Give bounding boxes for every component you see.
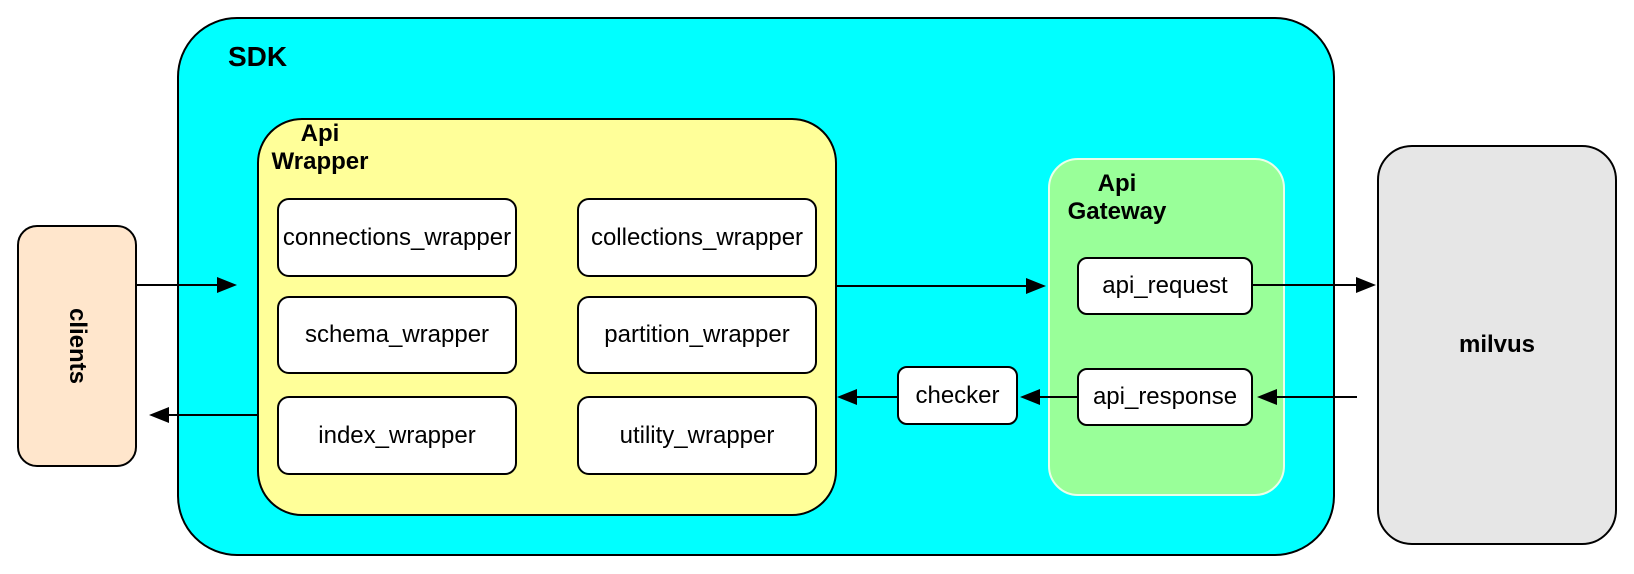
arrowhead-right-icon (217, 277, 237, 293)
arrowhead-left-icon (149, 407, 169, 423)
arrow-shaft (1275, 396, 1357, 398)
api-gateway-container (1048, 158, 1285, 496)
api-request-label: api_request (1102, 272, 1228, 299)
arrow-wrapper-to-clients (149, 407, 257, 423)
arrow-request-to-milvus (1253, 277, 1376, 293)
api-request-node: api_request (1077, 257, 1253, 315)
arrow-milvus-to-response (1257, 389, 1357, 405)
arrow-shaft (855, 396, 897, 398)
milvus-node: milvus (1377, 145, 1617, 545)
schema-wrapper-label: schema_wrapper (304, 321, 490, 348)
arrow-shaft (837, 285, 1028, 287)
arrow-shaft (167, 414, 257, 416)
arrow-checker-to-wrapper (837, 389, 897, 405)
collections-wrapper-label: collections_wrapper (590, 223, 804, 251)
arrow-shaft (1038, 396, 1077, 398)
utility-wrapper-label: utility_wrapper (619, 421, 775, 449)
checker-node: checker (897, 366, 1018, 425)
api-response-node: api_response (1077, 368, 1253, 426)
sdk-label: SDK (228, 41, 288, 72)
index-wrapper-node: index_wrapper (277, 396, 517, 475)
milvus-label: milvus (1458, 331, 1536, 358)
clients-node: clients (17, 225, 137, 467)
partition-wrapper-node: partition_wrapper (577, 296, 817, 374)
arrow-response-to-checker (1020, 389, 1077, 405)
checker-label: checker (915, 381, 1000, 409)
partition-wrapper-label: partition_wrapper (604, 321, 790, 348)
api-response-label: api_response (1092, 383, 1238, 410)
connections-wrapper-node: connections_wrapper (277, 198, 517, 277)
collections-wrapper-node: collections_wrapper (577, 198, 817, 277)
index-wrapper-label: index_wrapper (318, 421, 476, 449)
clients-label: clients (64, 307, 91, 385)
arrowhead-left-icon (1257, 389, 1277, 405)
arrowhead-left-icon (1020, 389, 1040, 405)
arrow-clients-to-sdk (137, 277, 237, 293)
arrow-shaft (1253, 284, 1358, 286)
schema-wrapper-node: schema_wrapper (277, 296, 517, 374)
connections-wrapper-label: connections_wrapper (282, 223, 512, 251)
arrowhead-right-icon (1026, 278, 1046, 294)
arrow-shaft (137, 284, 219, 286)
utility-wrapper-node: utility_wrapper (577, 396, 817, 475)
arrowhead-left-icon (837, 389, 857, 405)
arrow-wrapper-to-gateway (837, 278, 1046, 294)
arrowhead-right-icon (1356, 277, 1376, 293)
api-gateway-label: Api Gateway (1067, 170, 1167, 225)
api-wrapper-label: Api Wrapper (271, 120, 369, 175)
